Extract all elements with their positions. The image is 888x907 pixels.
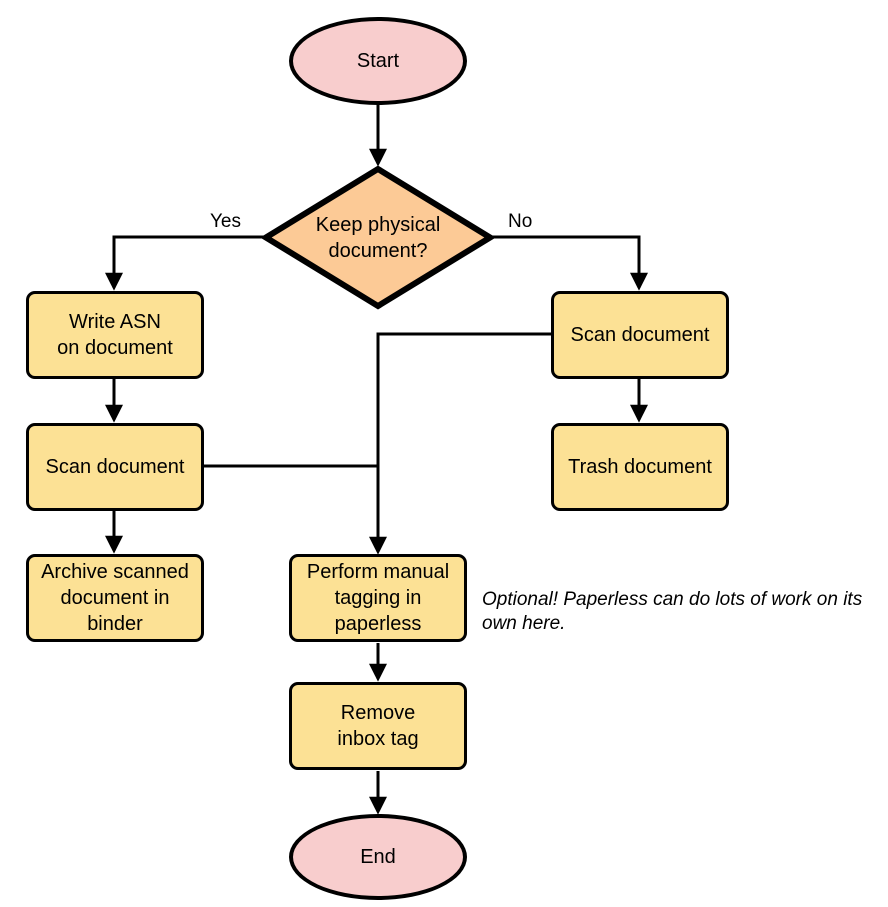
node-remove-inbox-tag-label: Remove inbox tag — [337, 702, 419, 750]
node-scan-document-right[interactable]: Scan document — [551, 291, 729, 379]
node-write-asn-label: Write ASN on document — [57, 311, 173, 359]
edge-label-no: No — [508, 211, 533, 232]
node-scan-document-left[interactable]: Scan document — [26, 423, 204, 511]
edge-decision-no-to-scan-right — [491, 235, 648, 291]
diamond-shape — [262, 165, 494, 310]
edge-label-yes: Yes — [210, 211, 241, 232]
node-start-label: Start — [356, 50, 400, 72]
annotation-optional-note: Optional! Paperless can do lots of work … — [482, 589, 863, 634]
node-trash-document[interactable]: Trash document — [551, 423, 729, 511]
edge-scan-right-to-tagging — [369, 332, 551, 555]
node-archive-label: Archive scanned document in binder — [41, 561, 189, 635]
node-end-label: End — [360, 846, 396, 868]
edge-decision-yes-to-write-asn — [105, 235, 265, 291]
node-scan-document-right-label: Scan document — [570, 324, 710, 346]
node-trash-document-label: Trash document — [568, 456, 712, 478]
node-archive-scanned-document[interactable]: Archive scanned document in binder — [26, 554, 204, 642]
node-decision-keep-physical-document[interactable]: Keep physical document? — [262, 165, 494, 310]
node-perform-manual-tagging[interactable]: Perform manual tagging in paperless — [289, 554, 467, 642]
node-tagging-label: Perform manual tagging in paperless — [306, 561, 450, 635]
node-remove-inbox-tag[interactable]: Remove inbox tag — [289, 682, 467, 770]
node-end[interactable]: End — [289, 814, 467, 900]
node-start[interactable]: Start — [289, 17, 467, 105]
node-decision-label: Keep physical document? — [315, 213, 441, 262]
node-scan-document-left-label: Scan document — [45, 456, 185, 478]
node-write-asn-on-document[interactable]: Write ASN on document — [26, 291, 204, 379]
